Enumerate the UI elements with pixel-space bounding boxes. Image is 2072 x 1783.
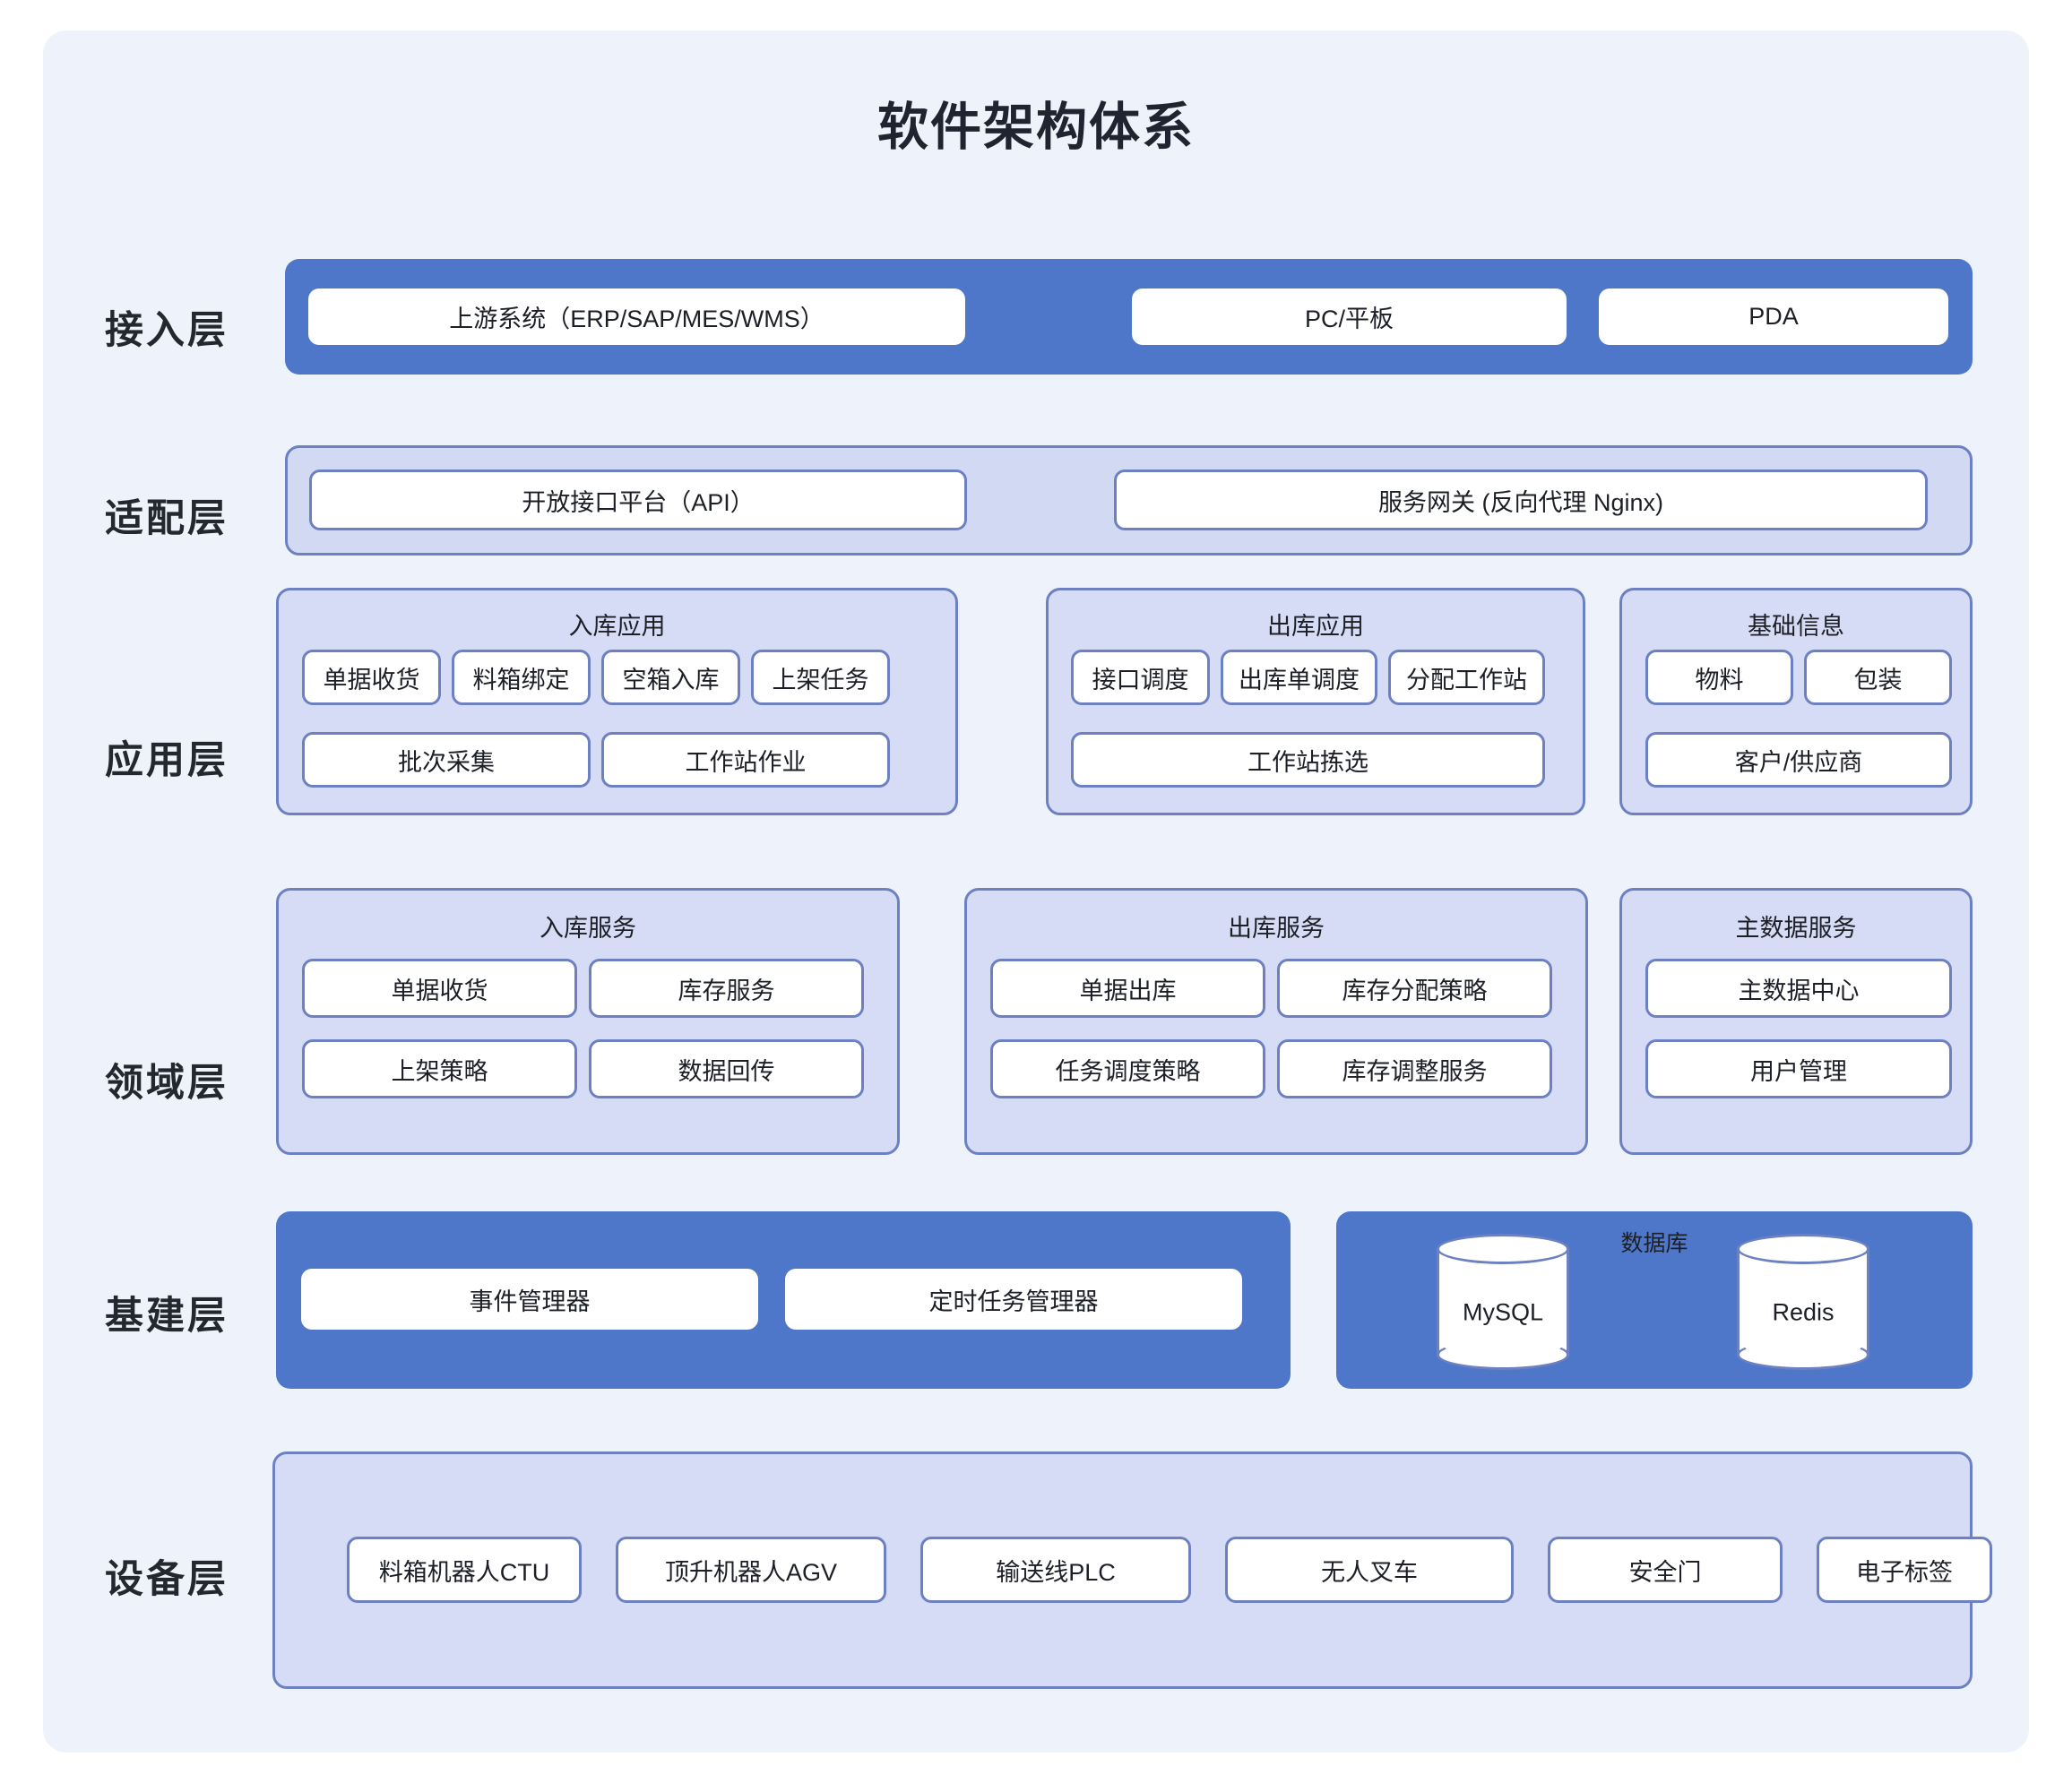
- device-item-conveyor-plc[interactable]: 输送线PLC: [920, 1537, 1191, 1603]
- page-title: 软件架构体系: [877, 99, 1195, 156]
- adapter-layer-band: 开放接口平台（API） 服务网关 (反向代理 Nginx): [285, 445, 1973, 556]
- app-group-outbound: 出库应用 接口调度 出库单调度 分配工作站 工作站拣选: [1046, 588, 1585, 815]
- app-group-inbound-title: 入库应用: [568, 613, 666, 640]
- database-node-mysql[interactable]: MySQL: [1437, 1234, 1569, 1370]
- database-band: 数据库 MySQL Redis: [1336, 1211, 1973, 1389]
- mysql-cylinder-body: [1437, 1248, 1569, 1356]
- redis-cylinder-body: [1737, 1248, 1869, 1356]
- diagram-canvas: 软件架构体系 接入层 上游系统（ERP/SAP/MES/WMS） PC/平板 P…: [43, 30, 2029, 1753]
- device-layer-band: 料箱机器人CTU 顶升机器人AGV 输送线PLC 无人叉车 安全门 电子标签: [272, 1451, 1992, 1689]
- layer-label-application: 应用层: [105, 739, 229, 782]
- layer-label-access: 接入层: [105, 309, 229, 352]
- domain-item-inventory-service[interactable]: 库存服务: [589, 959, 864, 1018]
- adapter-item-api-platform[interactable]: 开放接口平台（API）: [309, 469, 967, 530]
- infra-item-scheduled-task-manager[interactable]: 定时任务管理器: [785, 1269, 1242, 1330]
- mysql-label: MySQL: [1462, 1298, 1544, 1326]
- domain-item-inventory-allocation-strategy[interactable]: 库存分配策略: [1277, 959, 1552, 1018]
- app-item-workstation-ops[interactable]: 工作站作业: [601, 732, 890, 788]
- app-item-material[interactable]: 物料: [1645, 650, 1793, 705]
- database-title: 数据库: [1620, 1231, 1688, 1256]
- domain-item-task-dispatch-strategy[interactable]: 任务调度策略: [990, 1039, 1265, 1098]
- app-group-inbound: 入库应用 单据收货 料箱绑定 空箱入库 上架任务 批次采集 工作站作业: [276, 588, 958, 815]
- app-group-basic-info: 基础信息 物料 包装 客户/供应商: [1619, 588, 1973, 815]
- app-group-outbound-title: 出库应用: [1267, 613, 1364, 640]
- mysql-cylinder-bottom: [1437, 1339, 1569, 1370]
- domain-item-data-feedback[interactable]: 数据回传: [589, 1039, 864, 1098]
- domain-group-inbound-service-title: 入库服务: [540, 915, 636, 942]
- app-item-outbound-order-dispatch[interactable]: 出库单调度: [1221, 650, 1377, 705]
- domain-group-master-data-service: 主数据服务 主数据中心 用户管理: [1619, 888, 1973, 1155]
- device-item-unmanned-forklift[interactable]: 无人叉车: [1225, 1537, 1514, 1603]
- domain-item-user-management[interactable]: 用户管理: [1645, 1039, 1952, 1098]
- app-item-assign-workstation[interactable]: 分配工作站: [1388, 650, 1545, 705]
- device-item-electronic-label[interactable]: 电子标签: [1817, 1537, 1992, 1603]
- layer-label-device: 设备层: [105, 1558, 229, 1601]
- domain-item-putaway-strategy[interactable]: 上架策略: [302, 1039, 577, 1098]
- app-item-putaway-task[interactable]: 上架任务: [751, 650, 890, 705]
- domain-item-master-data-center[interactable]: 主数据中心: [1645, 959, 1952, 1018]
- redis-cylinder-top: [1737, 1234, 1869, 1264]
- domain-item-order-outbound[interactable]: 单据出库: [990, 959, 1265, 1018]
- app-item-bin-binding[interactable]: 料箱绑定: [452, 650, 591, 705]
- layer-label-domain: 领域层: [105, 1062, 229, 1105]
- database-node-redis[interactable]: Redis: [1737, 1234, 1869, 1370]
- domain-group-master-data-service-title: 主数据服务: [1735, 915, 1857, 942]
- layer-label-infrastructure: 基建层: [105, 1295, 229, 1338]
- infra-item-event-manager[interactable]: 事件管理器: [301, 1269, 758, 1330]
- app-item-customer-supplier[interactable]: 客户/供应商: [1645, 732, 1952, 788]
- domain-group-outbound-service-title: 出库服务: [1228, 915, 1325, 942]
- app-item-packaging[interactable]: 包装: [1804, 650, 1952, 705]
- app-group-basic-info-title: 基础信息: [1748, 613, 1844, 640]
- layer-label-adapter: 适配层: [105, 497, 229, 540]
- app-item-empty-bin-inbound[interactable]: 空箱入库: [601, 650, 740, 705]
- infrastructure-band: 事件管理器 定时任务管理器: [276, 1211, 1291, 1389]
- access-item-pda[interactable]: PDA: [1599, 289, 1948, 345]
- device-item-agv-robot[interactable]: 顶升机器人AGV: [616, 1537, 886, 1603]
- app-item-receipt[interactable]: 单据收货: [302, 650, 441, 705]
- domain-group-inbound-service: 入库服务 单据收货 库存服务 上架策略 数据回传: [276, 888, 900, 1155]
- adapter-item-gateway[interactable]: 服务网关 (反向代理 Nginx): [1114, 469, 1928, 530]
- domain-item-receipt[interactable]: 单据收货: [302, 959, 577, 1018]
- device-item-safety-door[interactable]: 安全门: [1548, 1537, 1783, 1603]
- access-item-upstream[interactable]: 上游系统（ERP/SAP/MES/WMS）: [308, 289, 965, 345]
- access-layer-band: 上游系统（ERP/SAP/MES/WMS） PC/平板 PDA: [285, 259, 1973, 375]
- app-item-interface-dispatch[interactable]: 接口调度: [1071, 650, 1210, 705]
- device-item-ctu-robot[interactable]: 料箱机器人CTU: [347, 1537, 582, 1603]
- redis-cylinder-bottom: [1737, 1339, 1869, 1370]
- app-item-workstation-picking[interactable]: 工作站拣选: [1071, 732, 1545, 788]
- domain-item-inventory-adjust-service[interactable]: 库存调整服务: [1277, 1039, 1552, 1098]
- access-item-pc-tablet[interactable]: PC/平板: [1132, 289, 1567, 345]
- app-item-batch-collect[interactable]: 批次采集: [302, 732, 591, 788]
- redis-label: Redis: [1772, 1298, 1835, 1326]
- mysql-cylinder-top: [1437, 1234, 1569, 1264]
- domain-group-outbound-service: 出库服务 单据出库 库存分配策略 任务调度策略 库存调整服务: [964, 888, 1588, 1155]
